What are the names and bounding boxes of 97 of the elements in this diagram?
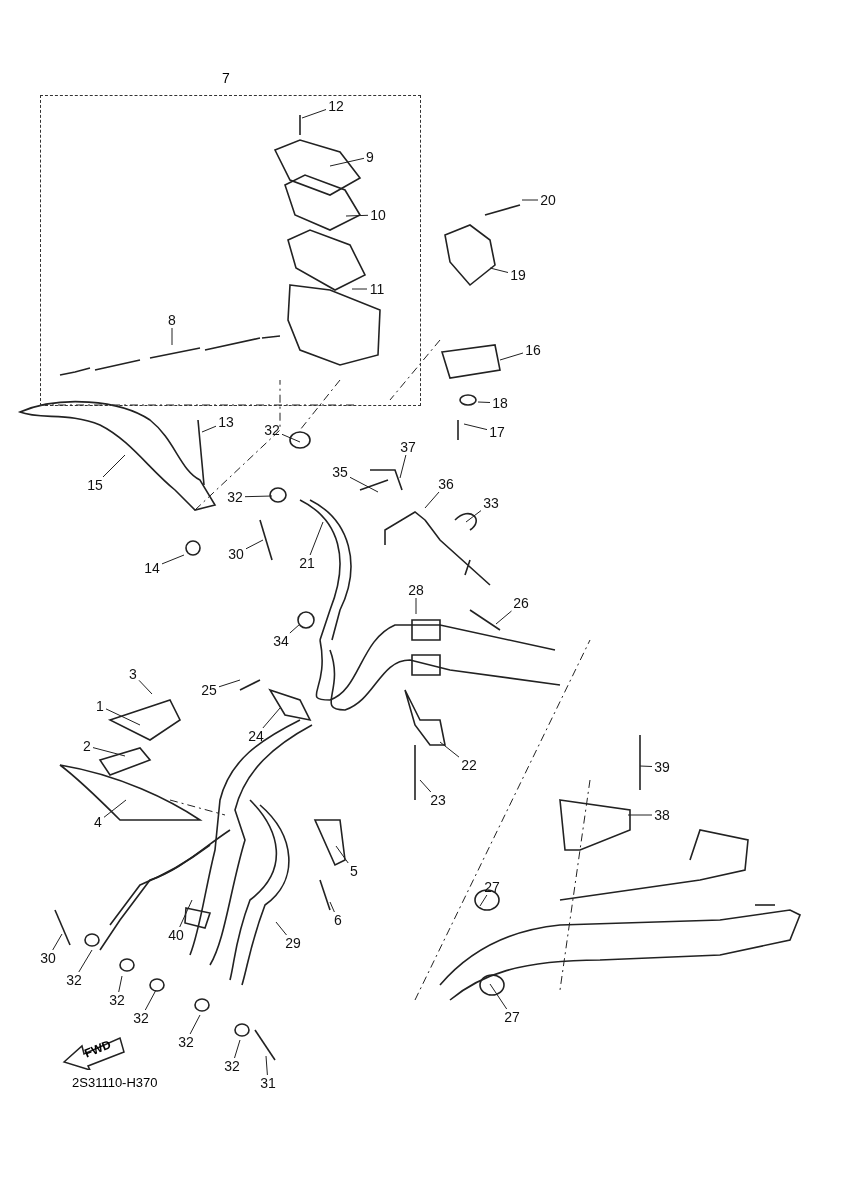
- leader-line: [489, 983, 508, 1010]
- callout-number: 11: [369, 281, 385, 297]
- callout-number: 16: [525, 342, 541, 358]
- leader-line: [463, 423, 488, 431]
- callout-number: 32: [224, 1058, 240, 1074]
- callout-number: 32: [227, 489, 243, 505]
- callout-number: 17: [489, 424, 505, 440]
- direction-text: FWD: [82, 1037, 113, 1061]
- leader-line: [262, 707, 281, 729]
- callout-number: 22: [461, 757, 477, 773]
- leader-line: [477, 401, 491, 403]
- leader-line: [639, 765, 653, 767]
- leader-line: [329, 157, 365, 167]
- callout-number: 30: [228, 546, 244, 562]
- leader-line: [309, 521, 324, 556]
- callout-number: 6: [334, 912, 342, 928]
- callout-number: 37: [400, 439, 416, 455]
- leader-line: [301, 109, 327, 119]
- callout-number: 26: [513, 595, 529, 611]
- leader-line: [349, 476, 379, 493]
- callout-number: 12: [328, 98, 344, 114]
- callout-number: 34: [273, 633, 289, 649]
- callout-number: 30: [40, 950, 56, 966]
- leader-line: [275, 921, 287, 936]
- leader-line: [171, 327, 173, 346]
- callout-number: 32: [109, 992, 125, 1008]
- callout-number: 21: [299, 555, 315, 571]
- callout-number: 35: [332, 464, 348, 480]
- leader-line: [465, 510, 482, 523]
- callout-number: 7: [222, 70, 230, 86]
- leader-line: [627, 814, 653, 816]
- leader-line: [234, 1039, 241, 1059]
- callout-number: 13: [218, 414, 234, 430]
- callout-number: 19: [510, 267, 526, 283]
- leader-line: [161, 554, 185, 565]
- leader-line: [105, 708, 141, 726]
- leader-line: [424, 491, 440, 509]
- leader-line: [218, 679, 241, 688]
- callout-number: 27: [484, 879, 500, 895]
- leader-line: [138, 679, 153, 695]
- callout-number: 5: [350, 863, 358, 879]
- leader-line: [329, 901, 335, 913]
- leader-line: [479, 894, 488, 907]
- leader-line: [189, 1014, 201, 1035]
- leader-line: [415, 597, 417, 615]
- callout-number: 10: [370, 207, 386, 223]
- leader-line: [201, 425, 217, 433]
- leader-line: [244, 495, 273, 498]
- callout-number: 29: [285, 935, 301, 951]
- callout-number: 2: [83, 738, 91, 754]
- diagram-code: 2S31110-H370: [72, 1075, 158, 1090]
- callout-number: 32: [66, 972, 82, 988]
- leader-line: [103, 799, 127, 818]
- leader-line: [78, 949, 93, 973]
- callout-number: 38: [654, 807, 670, 823]
- leader-line: [439, 741, 460, 758]
- callout-number: 27: [504, 1009, 520, 1025]
- leader-line: [102, 454, 126, 478]
- leader-line: [118, 975, 123, 993]
- callout-number: 32: [178, 1034, 194, 1050]
- callout-number: 24: [248, 728, 264, 744]
- callout-number: 4: [94, 814, 102, 830]
- callout-number: 18: [492, 395, 508, 411]
- callout-number: 33: [483, 495, 499, 511]
- callout-number: 36: [438, 476, 454, 492]
- leader-line: [351, 288, 368, 290]
- callout-number: 20: [540, 192, 556, 208]
- callout-number: 32: [133, 1010, 149, 1026]
- leader-line: [179, 899, 193, 928]
- callout-number: 9: [366, 149, 374, 165]
- callout-number: 39: [654, 759, 670, 775]
- leader-line: [265, 1055, 268, 1076]
- callout-number: 1: [96, 698, 104, 714]
- leader-line: [144, 989, 157, 1011]
- leader-line: [335, 845, 349, 864]
- leader-line: [92, 747, 126, 757]
- leader-line: [281, 433, 301, 443]
- leader-line: [495, 610, 512, 625]
- leader-line: [52, 933, 63, 951]
- callout-number: 31: [260, 1075, 276, 1091]
- callout-number: 3: [129, 666, 137, 682]
- callout-number: 15: [87, 477, 103, 493]
- callout-number: 32: [264, 422, 280, 438]
- leader-line: [245, 539, 264, 550]
- callout-number: 23: [430, 792, 446, 808]
- leader-line: [489, 267, 509, 273]
- callout-number: 28: [408, 582, 424, 598]
- leader-line: [399, 454, 407, 479]
- leader-line: [289, 623, 301, 634]
- leader-line: [419, 779, 432, 793]
- callout-number: 14: [144, 560, 160, 576]
- callout-number: 40: [168, 927, 184, 943]
- leader-line: [521, 199, 539, 201]
- callout-number: 25: [201, 682, 217, 698]
- leader-line: [345, 214, 369, 217]
- callout-number: 8: [168, 312, 176, 328]
- leader-line: [499, 352, 524, 361]
